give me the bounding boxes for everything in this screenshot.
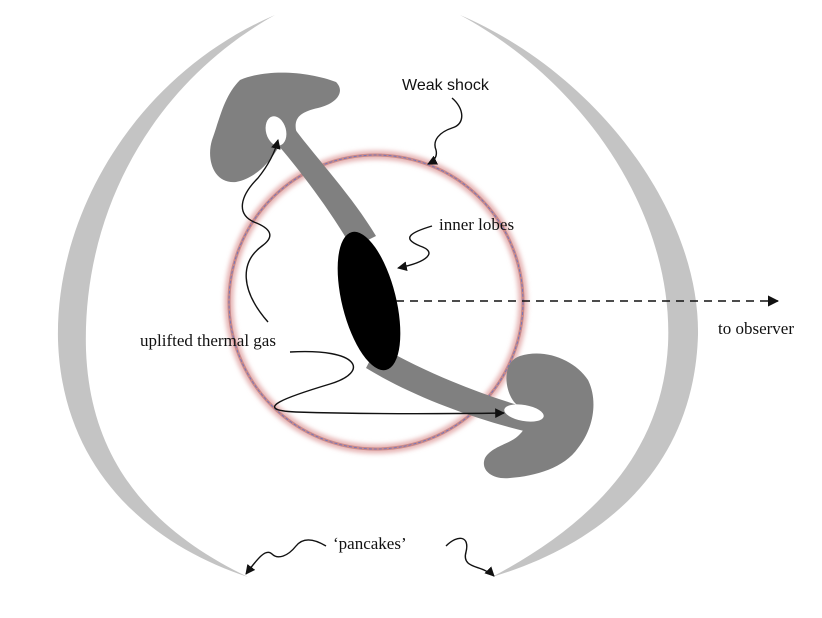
weak-shock-pointer <box>427 97 463 165</box>
upper-lobe-cavity <box>265 116 287 146</box>
pancake-right <box>460 15 699 577</box>
label-weak-shock: Weak shock <box>402 77 490 94</box>
pancakes-pointer-right <box>445 537 495 577</box>
jet-lower <box>366 345 535 432</box>
label-to-observer: to observer <box>718 319 794 338</box>
jet-upper <box>272 128 376 248</box>
label-inner-lobes: inner lobes <box>439 215 514 234</box>
inner-lobes-pointer <box>397 225 433 272</box>
pancakes-pointer-left <box>245 539 327 575</box>
uplifted-gas-pointer-lower <box>273 350 505 419</box>
label-uplifted-thermal-gas: uplifted thermal gas <box>140 331 276 350</box>
pancake-left <box>57 15 275 577</box>
uplifted-gas-pointer-upper <box>241 139 281 323</box>
inner-lobes-core <box>337 231 401 371</box>
label-pancakes: ‘pancakes’ <box>333 534 407 553</box>
lower-lobe-cavity <box>504 404 544 422</box>
